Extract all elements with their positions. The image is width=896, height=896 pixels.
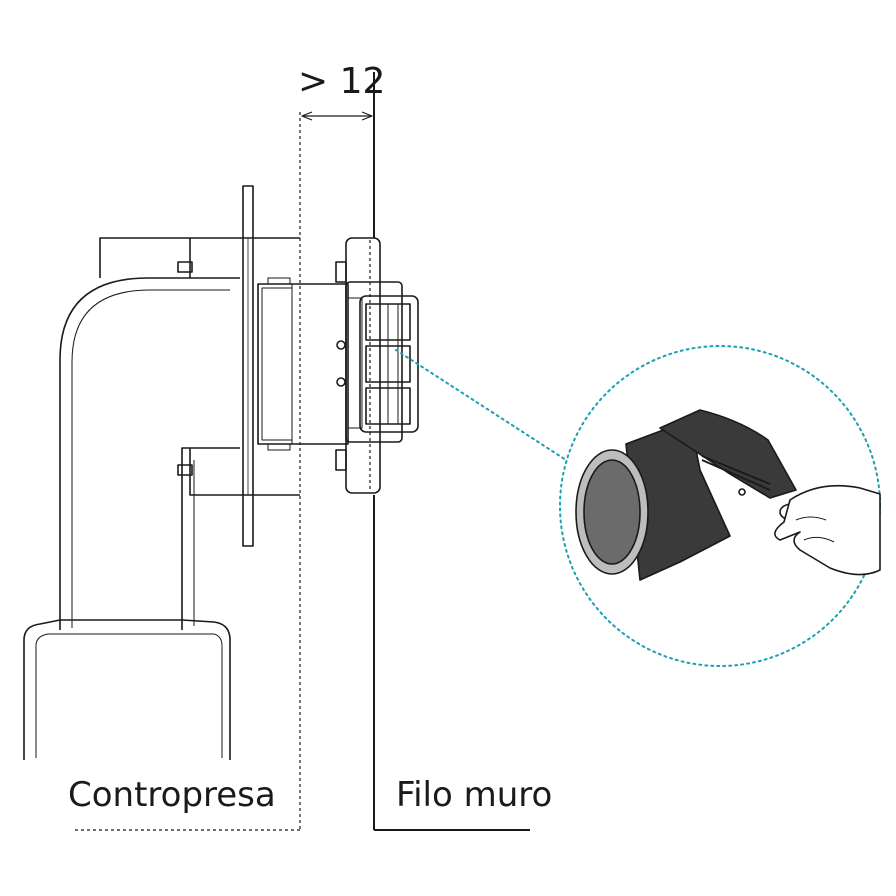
elbow-pipe-body (59, 237, 300, 630)
bottom-adapter (23, 619, 231, 760)
mounting-flange (242, 185, 254, 547)
wall-plate (335, 237, 403, 494)
connector-tube (257, 277, 349, 451)
hand-icon (774, 484, 881, 576)
contropresa-reference-line (75, 112, 301, 831)
taped-cap (575, 409, 797, 581)
dimension-label: > 12 (298, 61, 386, 102)
filo-muro-wall-line (373, 72, 530, 831)
dimension-arrow (301, 111, 373, 121)
label-contropresa: Contropresa (68, 775, 276, 815)
label-filo-muro: Filo muro (396, 775, 553, 815)
siphon-valve (347, 240, 419, 492)
